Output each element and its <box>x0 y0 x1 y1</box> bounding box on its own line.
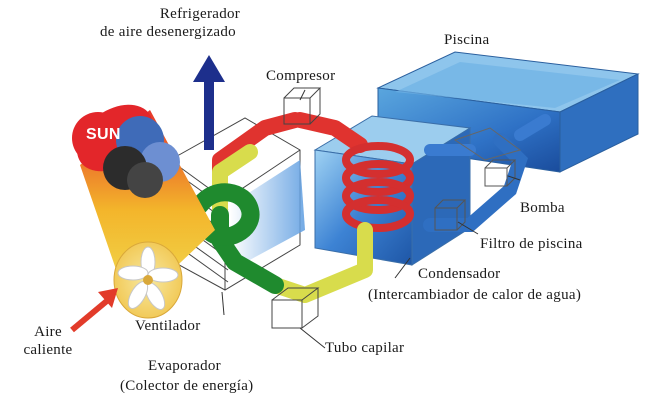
hot-air-label-line1: Aire <box>34 324 62 340</box>
cool-air-arrow <box>193 55 225 150</box>
evaporator-panel <box>230 160 305 268</box>
refrigerator-label-line2: de aire desenergizado <box>100 24 236 40</box>
fan-label: Ventilador <box>135 318 201 334</box>
capillary-box <box>271 287 320 329</box>
condenser-label-line1: Condensador <box>418 266 501 282</box>
pool-label: Piscina <box>444 32 490 48</box>
filter-box <box>434 199 467 231</box>
sun-label: SUN <box>86 126 121 143</box>
capillary-tube-label: Tubo capilar <box>325 340 405 356</box>
compressor-label: Compresor <box>266 68 336 84</box>
refrigerator-label-line1: Refrigerador <box>159 6 241 22</box>
compressor-box <box>283 87 322 125</box>
hot-air-arrow <box>70 288 118 333</box>
condenser-coil <box>342 142 414 232</box>
pump-box <box>484 159 517 187</box>
pump-label: Bomba <box>520 200 565 216</box>
condenser-label-line2: (Intercambiador de calor de agua) <box>368 287 582 303</box>
evaporator-label-line2: (Colector de energía) <box>120 378 254 394</box>
fan-icon <box>113 241 183 319</box>
sun-badge <box>72 112 124 164</box>
refrigerant-pipe-cold <box>191 183 373 303</box>
hot-air-label-line2: caliente <box>23 342 73 358</box>
funnel <box>453 127 522 161</box>
leader-lines <box>221 89 521 349</box>
evaporator-label-line1: Evaporador <box>148 358 221 374</box>
cloud-icon <box>103 116 180 198</box>
pool-filter-label: Filtro de piscina <box>480 236 583 252</box>
